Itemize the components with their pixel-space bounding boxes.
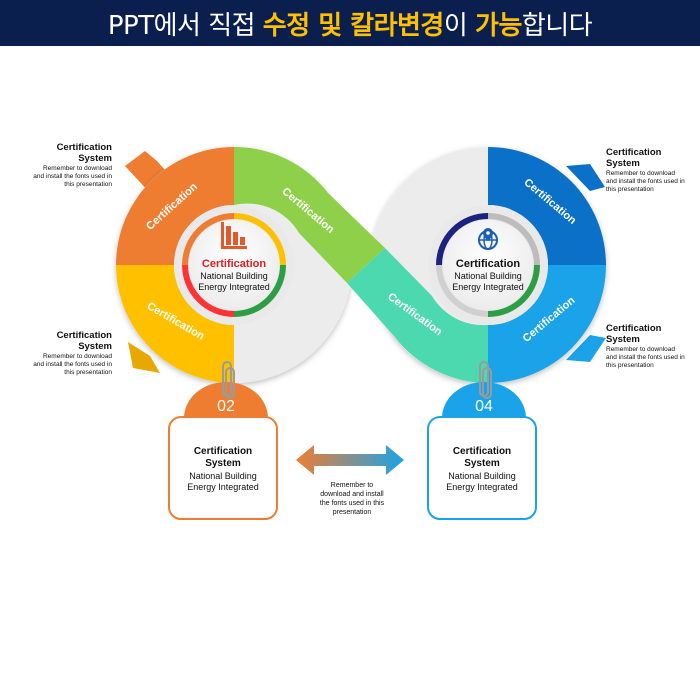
- right-inner-arc-green: [487, 264, 540, 317]
- middle-note-line3: the fonts used in this: [319, 500, 385, 507]
- card-02-line2: Energy Integrated: [187, 482, 259, 492]
- globe-location-icon: [478, 228, 498, 250]
- side-label-top-right-title1: Certification: [606, 147, 662, 158]
- side-label-bottom-right-d2: and install the fonts used in: [606, 354, 685, 361]
- banner-text-3: 합니다: [521, 10, 593, 41]
- left-inner-arc-green: [233, 264, 286, 317]
- card-02-title2: System: [205, 458, 241, 469]
- arrow-bottom-left: [128, 342, 160, 373]
- side-label-bottom-left-title2: System: [78, 341, 112, 352]
- right-inner-arc-navy: [436, 213, 489, 266]
- side-label-top-left-d2: and install the fonts used in: [33, 173, 112, 180]
- right-center-line2: Energy Integrated: [452, 282, 524, 292]
- badge-02-shape: [184, 382, 268, 418]
- side-label-top-left-d3: this presentation: [64, 181, 112, 188]
- side-label-top-left-title1: Certification: [56, 142, 112, 153]
- teal-crossing-band: [347, 248, 488, 383]
- middle-note-line1: Remember to: [330, 482, 374, 489]
- paperclip-right-icon: [479, 361, 492, 399]
- side-label-bottom-right-d1: Remember to download: [606, 346, 676, 353]
- side-label-bottom-left-title1: Certification: [56, 330, 112, 341]
- card-04-title1: Certification: [452, 446, 512, 457]
- card-02-line1: National Building: [189, 471, 257, 481]
- side-label-bottom-left: Certification System Remember to downloa…: [0, 330, 112, 377]
- right-center-title: Certification: [455, 258, 521, 270]
- paperclip-left-icon: [222, 361, 235, 399]
- side-label-bottom-right-title1: Certification: [606, 323, 662, 334]
- card-02: Certification System National Building E…: [168, 416, 278, 520]
- side-label-top-right-title2: System: [606, 158, 640, 169]
- right-ring-lightblue-segment: [488, 265, 606, 383]
- card-04-line1: National Building: [448, 471, 516, 481]
- side-label-top-right-d3: this presentation: [606, 186, 654, 193]
- left-center-line1: National Building: [200, 271, 268, 281]
- badge-04-shape: [442, 382, 526, 418]
- banner-highlight-1: 수정 및 칼라변경: [262, 10, 445, 41]
- green-crossing-band: [234, 146, 385, 283]
- middle-note-line2: download and install: [320, 491, 384, 498]
- badge-04-number: 04: [475, 398, 493, 415]
- banner-text-2: 이: [443, 10, 476, 41]
- card-04-title2: System: [464, 458, 500, 469]
- banner-highlight-2: 가능: [475, 10, 522, 41]
- arrow-bottom-right: [566, 335, 606, 362]
- side-label-bottom-left-d2: and install the fonts used in: [33, 361, 112, 368]
- card-04: Certification System National Building E…: [427, 416, 537, 520]
- side-label-bottom-right-d3: this presentation: [606, 362, 654, 369]
- left-center-text: Certification National Building Energy I…: [184, 258, 284, 293]
- left-inner-arc-red: [182, 264, 235, 317]
- right-inner-arc-gray: [487, 213, 540, 266]
- banner-text-1: PPT에서 직접: [107, 10, 263, 41]
- right-center-text: Certification National Building Energy I…: [438, 258, 538, 293]
- side-label-bottom-left-d3: this presentation: [64, 369, 112, 376]
- middle-note-line4: presentation: [332, 509, 372, 516]
- left-ring-orange-segment: [116, 147, 234, 265]
- side-label-bottom-right: Certification System Remember to downloa…: [606, 323, 698, 370]
- bar-chart-icon: [221, 222, 247, 249]
- left-inner-center: [189, 220, 279, 310]
- side-label-top-right-d1: Remember to download: [606, 170, 676, 177]
- card-02-title1: Certification: [193, 446, 253, 457]
- side-label-bottom-right-title2: System: [606, 334, 640, 345]
- left-center-line2: Energy Integrated: [198, 282, 270, 292]
- badge-02-number: 02: [217, 398, 235, 415]
- card-04-line2: Energy Integrated: [446, 482, 518, 492]
- top-banner: PPT에서 직접 수정 및 칼라변경이 가능합니다: [0, 0, 700, 46]
- side-label-top-left-title2: System: [78, 153, 112, 164]
- left-center-title: Certification: [201, 258, 267, 270]
- side-label-top-right-d2: and install the fonts used in: [606, 178, 685, 185]
- infinity-diagram: Certification Certification Certificatio…: [116, 146, 606, 475]
- side-label-top-left-d1: Remember to download: [42, 165, 112, 172]
- side-label-bottom-left-d1: Remember to download: [42, 353, 112, 360]
- right-ring-blue-segment: [488, 147, 606, 265]
- arrow-top-right: [566, 164, 605, 191]
- side-label-top-right: Certification System Remember to downloa…: [606, 147, 698, 194]
- left-ring-yellow-segment: [116, 265, 234, 383]
- side-label-top-left: Certification System Remember to downloa…: [0, 142, 112, 189]
- middle-note: Remember to download and install the fon…: [310, 481, 394, 517]
- left-inner-arc-yellow: [233, 213, 286, 266]
- right-inner-arc-lightgray: [436, 264, 489, 317]
- right-center-line1: National Building: [454, 271, 522, 281]
- left-inner-arc-orange: [182, 213, 235, 266]
- right-inner-center: [443, 220, 533, 310]
- double-arrow: [296, 445, 404, 475]
- banner-title: PPT에서 직접 수정 및 칼라변경이 가능합니다: [107, 5, 593, 42]
